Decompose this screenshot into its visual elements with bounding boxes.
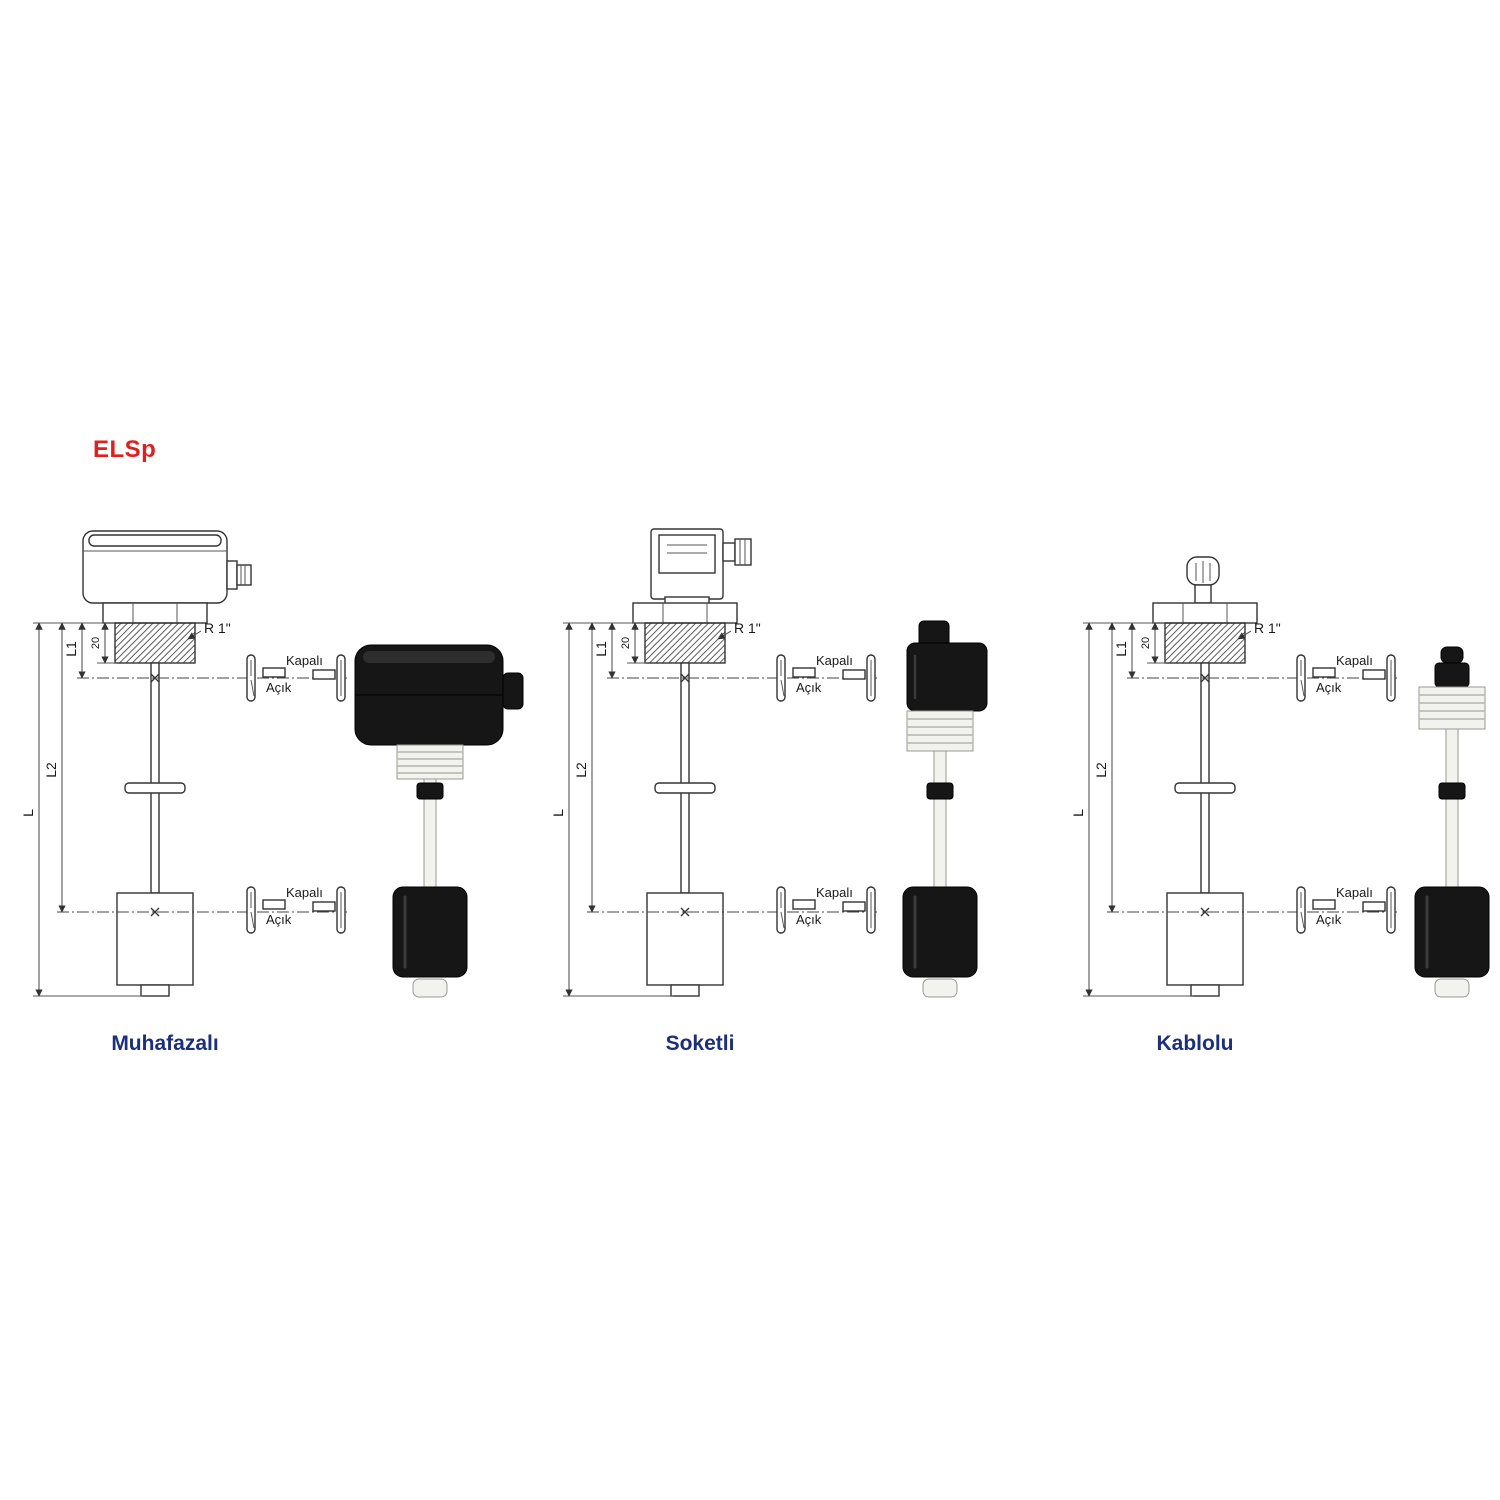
hex-nut: [102, 602, 208, 624]
open-label: Açık: [796, 912, 822, 927]
stem: [1200, 662, 1210, 894]
cable-gland-icon: [722, 538, 752, 566]
magnet-icon: [792, 667, 816, 678]
closed-label: Kapalı: [286, 653, 323, 668]
dim-L1-label: L1: [1113, 641, 1129, 657]
closed-label: Kapalı: [1336, 885, 1373, 900]
switch-state-symbols-bottom: Kapalı Açık: [1296, 885, 1396, 934]
magnet-icon: [1362, 669, 1386, 680]
stop-collar: [654, 782, 716, 794]
caption-muhafazali: Muhafazalı: [111, 1032, 219, 1055]
cable-gland-icon: [226, 560, 252, 590]
product-photo-kablolu: [1414, 646, 1490, 998]
dim-L2-label: L2: [573, 762, 589, 778]
float-foot: [1190, 984, 1220, 997]
switch-level-top: [1127, 673, 1397, 683]
switch-state-symbols-bottom: Kapalı Açık: [246, 885, 346, 934]
open-label: Açık: [1316, 912, 1342, 927]
dim-L-label: L: [1070, 809, 1086, 817]
open-label: Açık: [1316, 680, 1342, 695]
float-foot: [140, 984, 170, 997]
dim-L1-label: L1: [63, 641, 79, 657]
magnet-icon: [842, 901, 866, 912]
dimension-group: L L2 L1 20: [1070, 622, 1193, 997]
switch-state-symbols-top: Kapalı Açık: [246, 653, 346, 702]
thread-size-callout: R 1": [717, 620, 761, 640]
stem: [680, 662, 690, 894]
dimension-group: L L2 L1 20: [20, 622, 143, 997]
closed-label: Kapalı: [816, 653, 853, 668]
magnet-icon: [792, 899, 816, 910]
closed-label: Kapalı: [1336, 653, 1373, 668]
stop-collar: [1174, 782, 1236, 794]
switch-state-symbols-top: Kapalı Açık: [776, 653, 876, 702]
technical-drawing-soketli: R 1" L L2 L1 20: [550, 528, 988, 998]
thread-size-label: R 1": [204, 620, 231, 636]
magnet-icon: [262, 667, 286, 678]
magnet-icon: [312, 669, 336, 680]
dim-L2-label: L2: [43, 762, 59, 778]
stem: [150, 662, 160, 894]
closed-label: Kapalı: [286, 885, 323, 900]
float: [646, 892, 724, 986]
dim-20-label: 20: [620, 637, 632, 649]
dim-L2-label: L2: [1093, 762, 1109, 778]
switch-level-top: [607, 673, 877, 683]
open-label: Açık: [266, 680, 292, 695]
dim-20-label: 20: [90, 637, 102, 649]
hex-nut: [1152, 602, 1258, 624]
thread-size-callout: R 1": [187, 620, 231, 640]
din-socket-head: [650, 528, 752, 606]
dimension-group: L L2 L1 20: [550, 622, 673, 997]
switch-state-symbols-top: Kapalı Açık: [1296, 653, 1396, 702]
thread-size-callout: R 1": [1237, 620, 1281, 640]
switch-state-symbols-bottom: Kapalı Açık: [776, 885, 876, 934]
page-title: ELSp: [93, 436, 157, 463]
stop-collar: [124, 782, 186, 794]
dim-L1-label: L1: [593, 641, 609, 657]
technical-drawing-kablolu: R 1" L L2 L1 20: [1070, 556, 1490, 998]
magnet-icon: [1312, 899, 1336, 910]
dim-L-label: L: [550, 809, 566, 817]
magnet-icon: [842, 669, 866, 680]
magnet-icon: [1312, 667, 1336, 678]
switch-level-top: [77, 673, 347, 683]
open-label: Açık: [796, 680, 822, 695]
switch-level-bottom: [587, 907, 877, 917]
threaded-fitting: [644, 622, 726, 664]
switch-level-bottom: [57, 907, 347, 917]
magnet-icon: [312, 901, 336, 912]
caption-kablolu: Kablolu: [1156, 1032, 1234, 1055]
float: [1166, 892, 1244, 986]
magnet-icon: [1362, 901, 1386, 912]
product-photo-soketli: [902, 620, 988, 998]
closed-label: Kapalı: [816, 885, 853, 900]
open-label: Açık: [266, 912, 292, 927]
cable-gland-head: [1186, 556, 1220, 604]
threaded-fitting: [1164, 622, 1246, 664]
float-foot: [670, 984, 700, 997]
caption-soketli: Soketli: [665, 1032, 735, 1055]
dim-L-label: L: [20, 809, 36, 817]
technical-drawing-muhafazali: R 1" L L2 L1 20: [20, 530, 524, 998]
thread-size-label: R 1": [734, 620, 761, 636]
product-photo-muhafazali: [354, 644, 524, 998]
switch-level-bottom: [1107, 907, 1397, 917]
dim-20-label: 20: [1140, 637, 1152, 649]
threaded-fitting: [114, 622, 196, 664]
enclosure-head: [82, 530, 252, 604]
hex-nut: [632, 602, 738, 624]
float: [116, 892, 194, 986]
magnet-icon: [262, 899, 286, 910]
thread-size-label: R 1": [1254, 620, 1281, 636]
